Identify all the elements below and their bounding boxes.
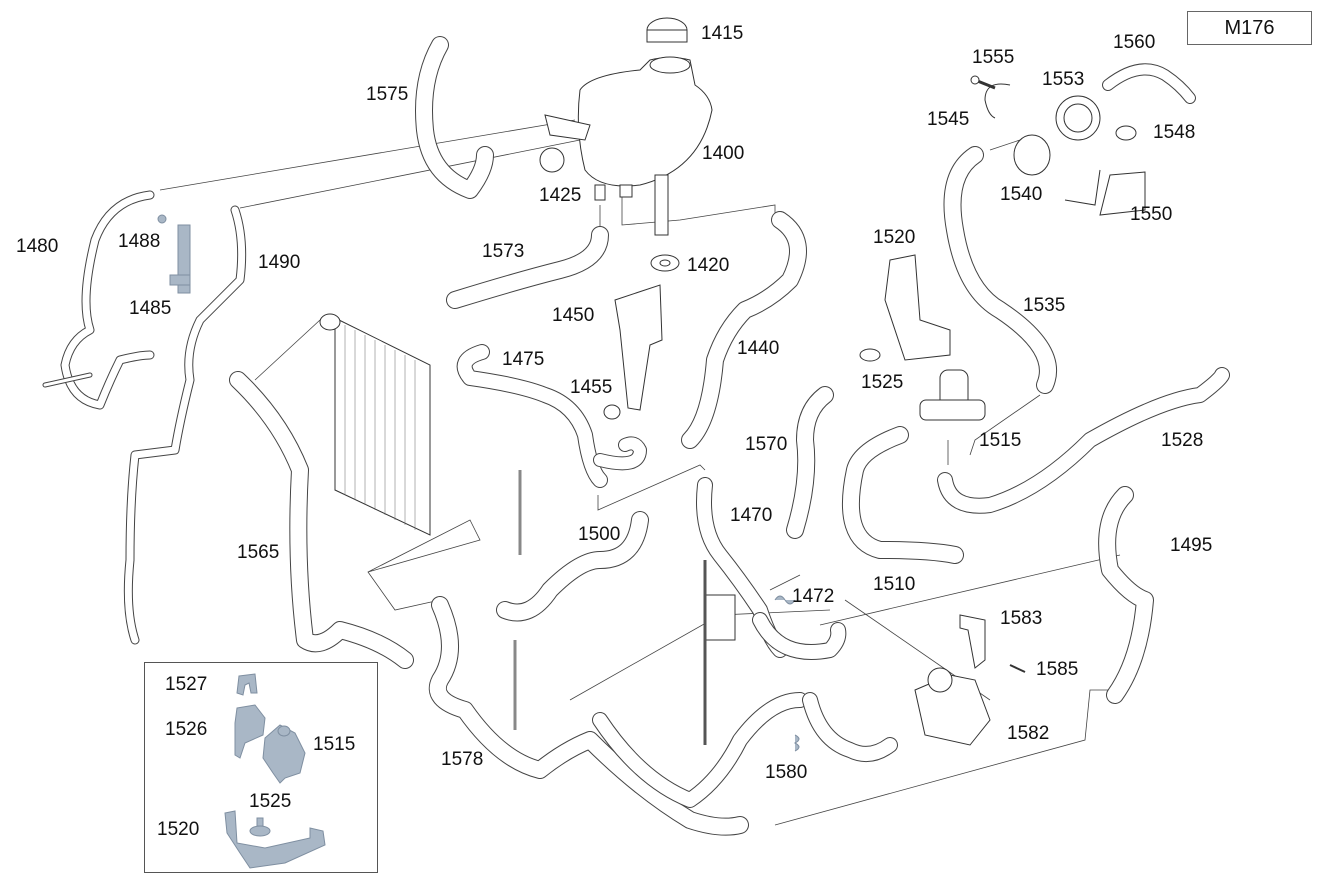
callout-1400[interactable]: 1400 xyxy=(702,143,745,164)
callout-1480[interactable]: 1480 xyxy=(16,236,59,257)
callout-1535[interactable]: 1535 xyxy=(1023,295,1066,316)
callout-1565[interactable]: 1565 xyxy=(237,542,280,563)
callout-1420[interactable]: 1420 xyxy=(687,255,730,276)
inset-callout-1525[interactable]: 1525 xyxy=(249,791,292,812)
callout-1573[interactable]: 1573 xyxy=(482,241,525,262)
callout-1583[interactable]: 1583 xyxy=(1000,608,1043,629)
callout-1455[interactable]: 1455 xyxy=(570,377,613,398)
callout-1515[interactable]: 1515 xyxy=(979,430,1022,451)
callout-1585[interactable]: 1585 xyxy=(1036,659,1079,680)
callout-1510[interactable]: 1510 xyxy=(873,574,916,595)
inset-callout-1515[interactable]: 1515 xyxy=(313,734,356,755)
callout-1540[interactable]: 1540 xyxy=(1000,184,1043,205)
part-1527 xyxy=(236,673,258,696)
callout-1415[interactable]: 1415 xyxy=(701,23,744,44)
callout-1575[interactable]: 1575 xyxy=(366,84,409,105)
part-1525-inset xyxy=(249,825,271,837)
callout-1472[interactable]: 1472 xyxy=(792,586,835,607)
callout-1485[interactable]: 1485 xyxy=(129,298,172,319)
engine-code-badge: M176 xyxy=(1187,11,1312,45)
expansion-tank-1400 xyxy=(577,57,713,187)
callout-1553[interactable]: 1553 xyxy=(1042,69,1085,90)
part-1526 xyxy=(234,704,266,759)
inset-callout-1520[interactable]: 1520 xyxy=(157,819,200,840)
inset-callout-1526[interactable]: 1526 xyxy=(165,719,208,740)
callout-1555[interactable]: 1555 xyxy=(972,47,1015,68)
callout-1528[interactable]: 1528 xyxy=(1161,430,1204,451)
callout-1495[interactable]: 1495 xyxy=(1170,535,1213,556)
radiator xyxy=(319,313,431,536)
callout-1490[interactable]: 1490 xyxy=(258,252,301,273)
part-1520-inset xyxy=(224,810,326,869)
callout-1570[interactable]: 1570 xyxy=(745,434,788,455)
inset-detail-box: 1527 1526 1515 1525 1520 xyxy=(144,662,378,873)
callout-1520[interactable]: 1520 xyxy=(873,227,916,248)
callout-1475[interactable]: 1475 xyxy=(502,349,545,370)
callout-1488[interactable]: 1488 xyxy=(118,231,161,252)
callout-1500[interactable]: 1500 xyxy=(578,524,621,545)
parts xyxy=(157,17,1146,752)
callout-1545[interactable]: 1545 xyxy=(927,109,970,130)
hoses xyxy=(42,36,1230,836)
callout-1470[interactable]: 1470 xyxy=(730,505,773,526)
inset-parts xyxy=(224,673,326,869)
callout-1525[interactable]: 1525 xyxy=(861,372,904,393)
callout-1582[interactable]: 1582 xyxy=(1007,723,1050,744)
callout-1578[interactable]: 1578 xyxy=(441,749,484,770)
callout-1560[interactable]: 1560 xyxy=(1113,32,1156,53)
callout-1450[interactable]: 1450 xyxy=(552,305,595,326)
callout-1580[interactable]: 1580 xyxy=(765,762,808,783)
callout-1550[interactable]: 1550 xyxy=(1130,204,1173,225)
callout-1548[interactable]: 1548 xyxy=(1153,122,1196,143)
callout-1425[interactable]: 1425 xyxy=(539,185,582,206)
inset-callout-1527[interactable]: 1527 xyxy=(165,674,208,695)
callout-1440[interactable]: 1440 xyxy=(737,338,780,359)
